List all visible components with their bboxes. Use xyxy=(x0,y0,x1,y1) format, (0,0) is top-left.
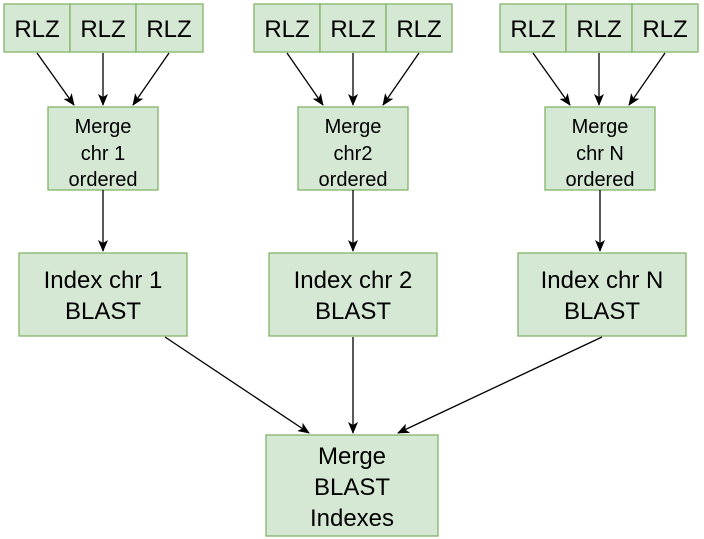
merge-chr-label: Merge xyxy=(325,116,382,138)
merge-chr-label: Merge xyxy=(572,116,629,138)
rlz-label: RLZ xyxy=(396,16,441,43)
index-chr-label: Index chr 1 xyxy=(44,267,163,294)
rlz-box xyxy=(253,3,321,53)
index-chr-label: BLAST xyxy=(315,298,391,325)
arrow xyxy=(397,336,603,434)
arrow xyxy=(164,336,310,434)
arrow xyxy=(286,52,324,106)
rlz-label: RLZ xyxy=(510,16,555,43)
rlz-box xyxy=(69,3,137,53)
merge-chr-label: ordered xyxy=(69,169,138,191)
final-merge: Merge BLAST Indexes xyxy=(265,434,439,537)
rlz-label: RLZ xyxy=(14,16,59,43)
index-chr-box xyxy=(268,252,438,337)
index-chr-label: BLAST xyxy=(564,298,640,325)
index-chr-box xyxy=(18,252,188,337)
merge-chr-box xyxy=(297,106,409,191)
final-merge-label: Indexes xyxy=(310,505,394,532)
index-chr-label: Index chr 2 xyxy=(294,267,413,294)
rlz-label: RLZ xyxy=(576,16,621,43)
rlz-box xyxy=(499,3,567,53)
rlz-box xyxy=(565,3,633,53)
merge-chr-label: Merge xyxy=(75,116,132,138)
merge-chr-label: ordered xyxy=(566,169,635,191)
merge-chr-label: ordered xyxy=(319,169,388,191)
rlz-box xyxy=(3,3,71,53)
rlz-box xyxy=(385,3,453,53)
final-merge-label: BLAST xyxy=(314,474,390,501)
index-chr-box xyxy=(517,252,687,337)
rlz-label: RLZ xyxy=(146,16,191,43)
rlz-label: RLZ xyxy=(642,16,687,43)
merge-chr-box xyxy=(544,106,656,191)
rlz-label: RLZ xyxy=(80,16,125,43)
arrow xyxy=(382,52,420,106)
rlz-box xyxy=(631,3,699,53)
merge-chr-label: chr 1 xyxy=(81,143,125,165)
rlz-box xyxy=(135,3,204,53)
arrow xyxy=(628,52,666,106)
rlz-label: RLZ xyxy=(264,16,309,43)
group-chr1: RLZ RLZ RLZ Merge chr 1 ordered Index ch… xyxy=(3,3,204,337)
index-chr-label: Index chr N xyxy=(541,267,664,294)
final-merge-box xyxy=(265,434,439,537)
merge-chr-label: chr N xyxy=(576,143,624,165)
group-chr2: RLZ RLZ RLZ Merge chr2 ordered Index chr… xyxy=(253,3,453,337)
rlz-label: RLZ xyxy=(330,16,375,43)
index-chr-label: BLAST xyxy=(65,298,141,325)
arrow xyxy=(132,52,170,106)
final-merge-label: Merge xyxy=(318,443,386,470)
arrow xyxy=(532,52,571,106)
group-chrN: RLZ RLZ RLZ Merge chr N ordered Index ch… xyxy=(499,3,699,337)
rlz-box xyxy=(319,3,387,53)
arrow xyxy=(36,52,75,106)
merge-chr-box xyxy=(47,106,159,191)
merge-chr-label: chr2 xyxy=(334,143,373,165)
